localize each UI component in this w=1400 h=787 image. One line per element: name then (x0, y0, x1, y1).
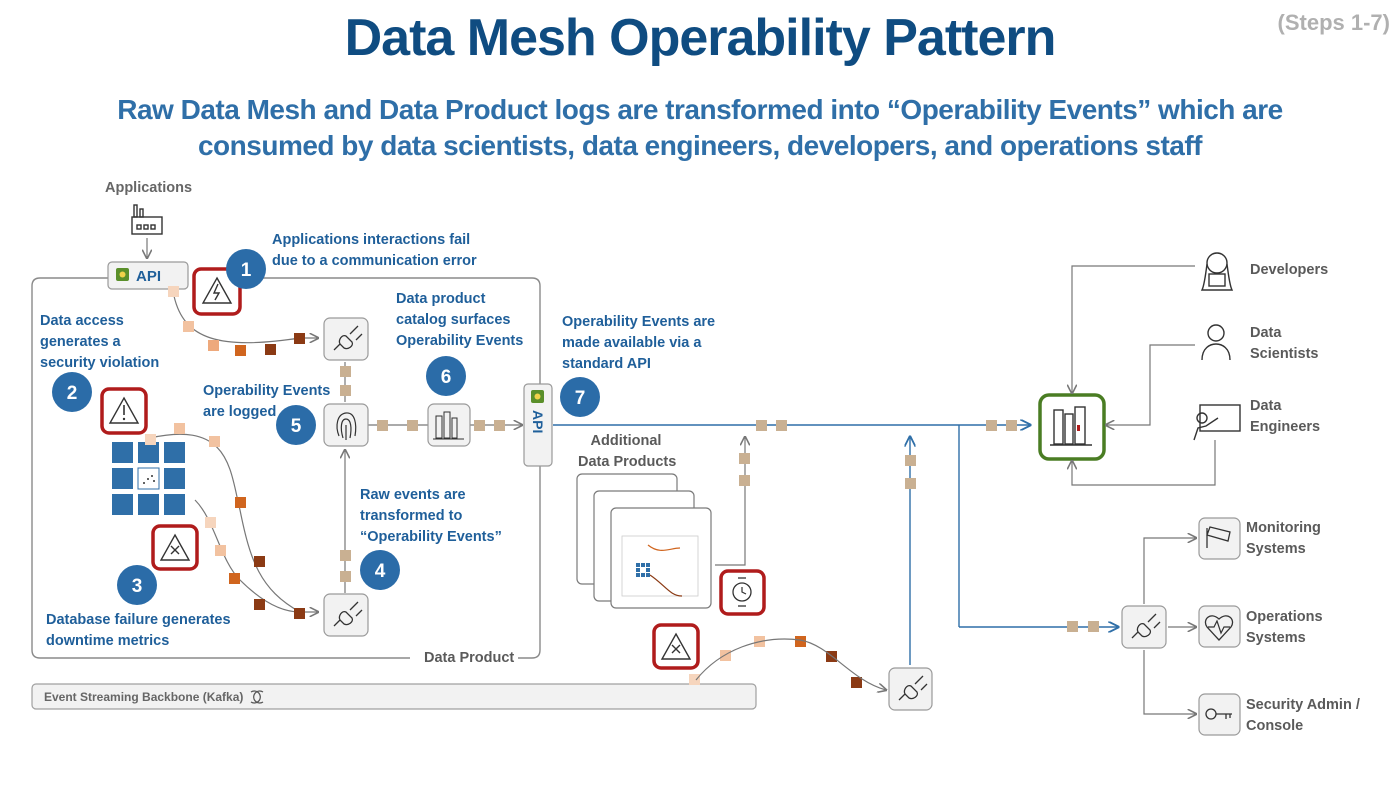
step-7-label: Operability Events are made available vi… (562, 312, 715, 375)
plug-connector-icon[interactable] (1121, 605, 1167, 649)
step-6-circle (426, 356, 466, 396)
monitoring-line-1: Monitoring (1246, 520, 1321, 536)
data-product-boundary (31, 277, 541, 659)
step-2-line-3: security violation (40, 355, 160, 371)
operations-line-2: Systems (1246, 630, 1306, 646)
step-circles (52, 249, 600, 605)
plug-connector-icon[interactable] (323, 317, 369, 361)
applications-label: Applications (105, 180, 193, 196)
step-6-label: Data product catalog surfaces Operabilit… (396, 289, 523, 352)
step-4-line-1: Raw events are (360, 487, 466, 503)
step-1-number: 1 (241, 260, 252, 281)
x-warning-icon[interactable] (151, 524, 199, 571)
exclamation-warning-icon[interactable] (100, 387, 148, 435)
watch-icon[interactable] (719, 569, 766, 616)
data-scientists-label: Data Scientists (1250, 323, 1319, 365)
security-line-1: Security Admin / (1246, 697, 1360, 713)
step-6-line-3: Operability Events (396, 333, 524, 349)
security-line-2: Console (1246, 718, 1304, 734)
developer-person-icon (1200, 252, 1234, 291)
plug-connector-icon[interactable] (323, 593, 369, 637)
step-5-line-1: Operability Events (203, 383, 331, 399)
step-4-circle (360, 550, 400, 590)
step-2-number: 2 (67, 383, 78, 404)
page-subtitle: Raw Data Mesh and Data Product logs are … (60, 92, 1340, 164)
additional-data-products-label: Additional Data Products (578, 431, 677, 473)
step-3-circle (117, 565, 157, 605)
step-3-number: 3 (132, 576, 143, 597)
step-6-line-2: catalog surfaces (396, 312, 511, 328)
step-5-circle (276, 405, 316, 445)
step-1-label: Applications interactions fail due to a … (272, 230, 477, 272)
additional-line-1: Additional (590, 433, 662, 449)
presenter-person-icon (1193, 404, 1241, 441)
fingerprint-icon[interactable] (323, 403, 369, 447)
lightning-warning-icon[interactable] (192, 267, 242, 316)
step-1-line-2: due to a communication error (272, 253, 477, 269)
event-streaming-backbone (31, 683, 757, 710)
library-books-icon[interactable] (427, 403, 471, 447)
camera-icon[interactable] (1198, 517, 1241, 560)
plug-connector-icon[interactable] (888, 667, 933, 711)
step-2-label: Data access generates a security violati… (40, 311, 159, 374)
page-title: Data Mesh Operability Pattern (344, 9, 1057, 67)
step-6-line-1: Data product (396, 291, 486, 307)
step-4-line-3: “Operability Events” (360, 529, 502, 545)
step-numbers: 1 2 3 4 5 6 7 (67, 260, 586, 597)
step-6-number: 6 (441, 367, 452, 388)
x-warning-icon[interactable] (652, 623, 700, 670)
scientist-person-icon (1201, 324, 1231, 361)
key-icon[interactable] (1198, 693, 1241, 736)
data-engineers-label: Data Engineers (1250, 396, 1320, 438)
engineers-line-1: Data (1250, 398, 1282, 414)
operations-line-1: Operations (1246, 609, 1323, 625)
step-5-line-2: are logged (203, 404, 277, 420)
operations-systems-label: Operations Systems (1246, 607, 1323, 649)
step-3-label: Database failure generates downtime metr… (46, 610, 231, 652)
developers-label: Developers (1250, 262, 1329, 278)
step-7-circle (560, 377, 600, 417)
step-5-number: 5 (291, 416, 302, 437)
step-7-line-3: standard API (562, 356, 651, 372)
engineers-line-2: Engineers (1250, 419, 1321, 435)
additional-line-2: Data Products (578, 454, 677, 470)
heart-monitor-icon[interactable] (1198, 605, 1241, 648)
monitoring-line-2: Systems (1246, 541, 1306, 557)
security-admin-label: Security Admin / Console (1246, 695, 1360, 737)
monitoring-systems-label: Monitoring Systems (1246, 518, 1321, 560)
step-3-line-1: Database failure generates (46, 612, 231, 628)
data-grid-icon (112, 442, 185, 515)
additional-data-products-stack[interactable] (576, 473, 712, 609)
step-4-number: 4 (375, 561, 386, 582)
step-4-line-2: transformed to (360, 508, 463, 524)
step-2-line-1: Data access (40, 313, 124, 329)
step-2-circle (52, 372, 92, 412)
step-2-line-2: generates a (40, 334, 121, 350)
scientists-line-1: Data (1250, 325, 1282, 341)
step-5-label: Operability Events are logged (203, 381, 330, 423)
factory-icon (131, 204, 163, 235)
api-label: API (136, 268, 161, 285)
subtitle-line-2: consumed by data scientists, data engine… (197, 130, 1203, 161)
api-vertical-label: API (530, 410, 546, 433)
steps-indicator: (Steps 1-7) (1277, 10, 1390, 35)
central-catalog-icon[interactable] (1038, 393, 1106, 461)
step-1-circle (226, 249, 266, 289)
step-4-label: Raw events are transformed to “Operabili… (360, 485, 502, 548)
step-7-line-1: Operability Events are (562, 314, 716, 330)
step-3-line-2: downtime metrics (46, 633, 170, 649)
data-product-label: Data Product (424, 650, 515, 666)
step-7-number: 7 (575, 388, 586, 409)
subtitle-line-1: Raw Data Mesh and Data Product logs are … (117, 94, 1283, 125)
step-7-line-2: made available via a (562, 335, 702, 351)
event-tokens-outer (689, 420, 1099, 688)
step-1-line-1: Applications interactions fail (272, 232, 471, 248)
api-vertical-box[interactable] (523, 383, 553, 467)
api-box[interactable] (107, 261, 189, 290)
refresh-icon[interactable] (250, 690, 264, 704)
event-backbone-label: Event Streaming Backbone (Kafka) (44, 690, 243, 704)
event-tokens-inner (145, 286, 505, 619)
scientists-line-2: Scientists (1250, 346, 1319, 362)
